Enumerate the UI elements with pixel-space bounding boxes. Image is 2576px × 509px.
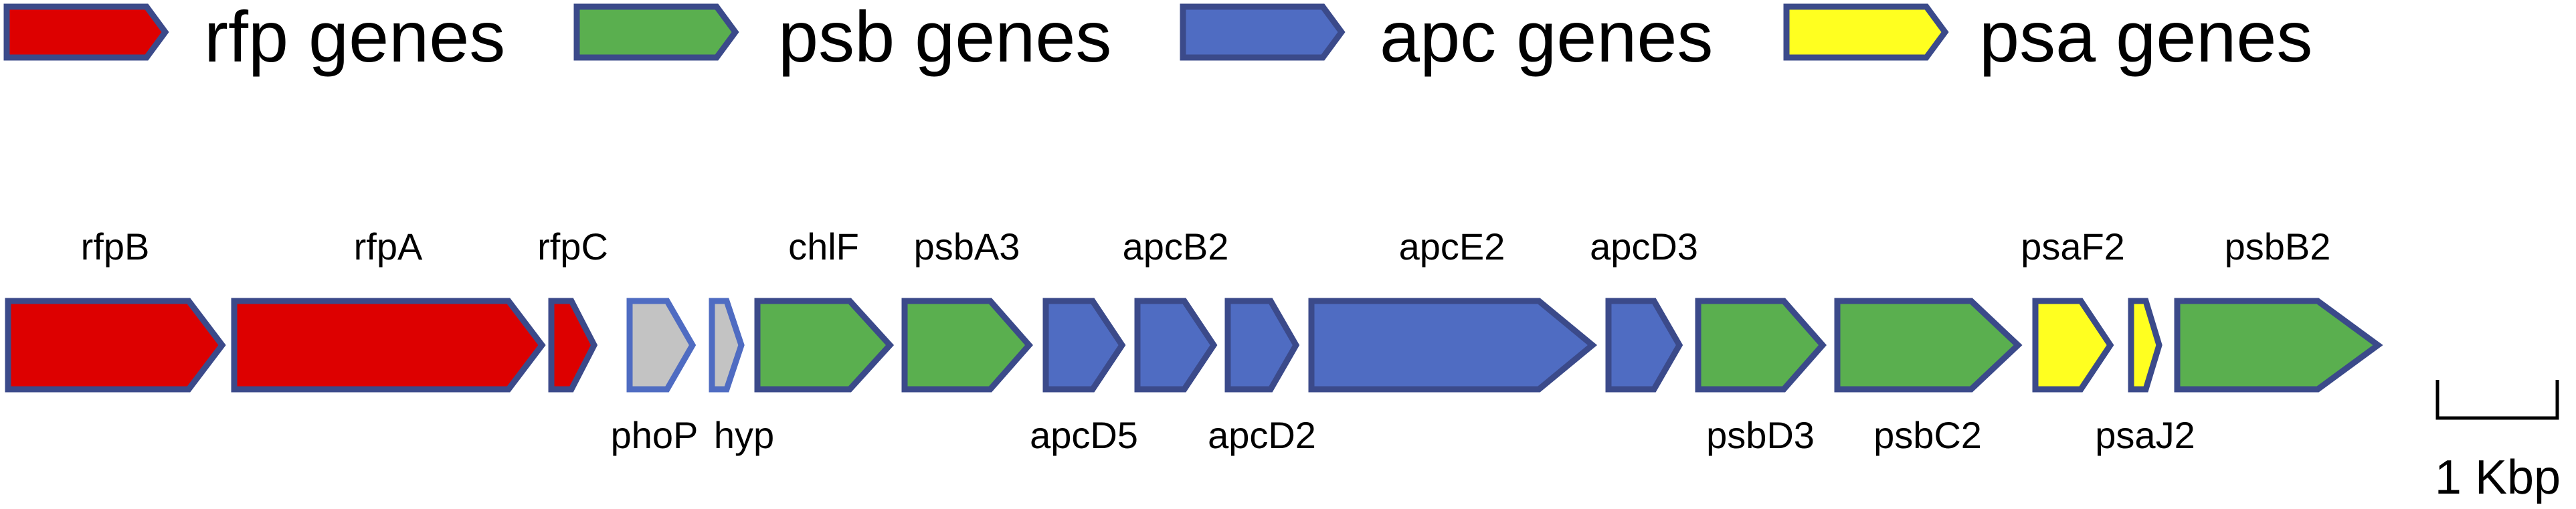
gene-rfpB: rfpB <box>5 225 226 393</box>
gene-arrow-apcD5 <box>1042 298 1126 393</box>
psb-legend-swatch <box>573 3 739 61</box>
gene-arrow-apcD3 <box>1605 298 1683 393</box>
apc-legend-swatch <box>1180 3 1346 61</box>
gene-arrow-phoP <box>626 298 697 393</box>
gene-arrow-psbB2 <box>2174 298 2383 393</box>
psb-legend-label: psb genes <box>778 0 1111 77</box>
gene-apcE2: apcE2 <box>1308 225 1598 393</box>
gene-label-psbB2: psbB2 <box>2225 225 2331 268</box>
apc-legend-label: apc genes <box>1380 0 1713 77</box>
gene-psaJ2: psaJ2 <box>2095 298 2195 456</box>
gene-label-apcD3: apcD3 <box>1590 225 1698 268</box>
gene-track: rfpB rfpA rfpC phoP hyp chlF psbA3 apcD5 apcB2 ap… <box>5 225 2383 456</box>
rfp-legend-label: rfp genes <box>204 0 505 77</box>
gene-apcB2: apcB2 <box>1123 225 1229 393</box>
gene-psbB2: psbB2 <box>2174 225 2383 393</box>
gene-arrow-apcE2 <box>1308 298 1598 393</box>
gene-arrow-rfpC <box>548 298 598 393</box>
gene-label-psbA3: psbA3 <box>914 225 1020 268</box>
gene-arrow-psaJ2 <box>2128 298 2163 393</box>
gene-rfpC: rfpC <box>537 225 608 393</box>
gene-chlF: chlF <box>754 225 895 393</box>
gene-label-rfpC: rfpC <box>537 225 608 268</box>
gene-label-psbC2: psbC2 <box>1873 414 1982 456</box>
gene-apcD3: apcD3 <box>1590 225 1698 393</box>
gene-label-psaJ2: psaJ2 <box>2095 414 2195 456</box>
gene-label-rfpA: rfpA <box>354 225 423 268</box>
gene-psbD3: psbD3 <box>1695 298 1827 456</box>
gene-psbA3: psbA3 <box>901 225 1033 393</box>
gene-arrow-apcD2 <box>1224 298 1300 393</box>
gene-label-hyp: hyp <box>714 414 774 456</box>
gene-arrow-rfpA <box>231 298 546 393</box>
scale-bar: 1 Kbp <box>2435 380 2561 504</box>
gene-hyp: hyp <box>709 298 774 456</box>
gene-arrow-psbC2 <box>1834 298 2023 393</box>
gene-arrow-hyp <box>709 298 745 393</box>
rfp-legend-swatch <box>3 3 169 61</box>
psa-legend-swatch <box>1783 3 1949 61</box>
legend: rfp genes psb genes apc genes psa genes <box>3 0 2312 77</box>
scale-bar-line <box>2435 380 2559 420</box>
gene-arrow-psaF2 <box>2032 298 2114 393</box>
gene-label-phoP: phoP <box>611 414 699 456</box>
gene-label-psaF2: psaF2 <box>2021 225 2125 268</box>
gene-label-apcD2: apcD2 <box>1208 414 1316 456</box>
gene-phoP: phoP <box>611 298 699 456</box>
gene-apcD2: apcD2 <box>1208 298 1316 456</box>
gene-psaF2: psaF2 <box>2021 225 2125 393</box>
gene-label-chlF: chlF <box>788 225 859 268</box>
gene-apcD5: apcD5 <box>1030 298 1138 456</box>
gene-arrow-rfpB <box>5 298 226 393</box>
gene-label-rfpB: rfpB <box>81 225 150 268</box>
psa-legend-label: psa genes <box>1979 0 2312 77</box>
gene-label-psbD3: psbD3 <box>1706 414 1815 456</box>
gene-arrow-apcB2 <box>1134 298 1218 393</box>
gene-label-apcB2: apcB2 <box>1123 225 1229 268</box>
scale-bar-label: 1 Kbp <box>2435 451 2561 504</box>
gene-arrow-psbD3 <box>1695 298 1827 393</box>
gene-label-apcD5: apcD5 <box>1030 414 1138 456</box>
gene-rfpA: rfpA <box>231 225 546 393</box>
gene-arrow-psbA3 <box>901 298 1033 393</box>
gene-label-apcE2: apcE2 <box>1399 225 1505 268</box>
gene-psbC2: psbC2 <box>1834 298 2023 456</box>
gene-arrow-chlF <box>754 298 895 393</box>
